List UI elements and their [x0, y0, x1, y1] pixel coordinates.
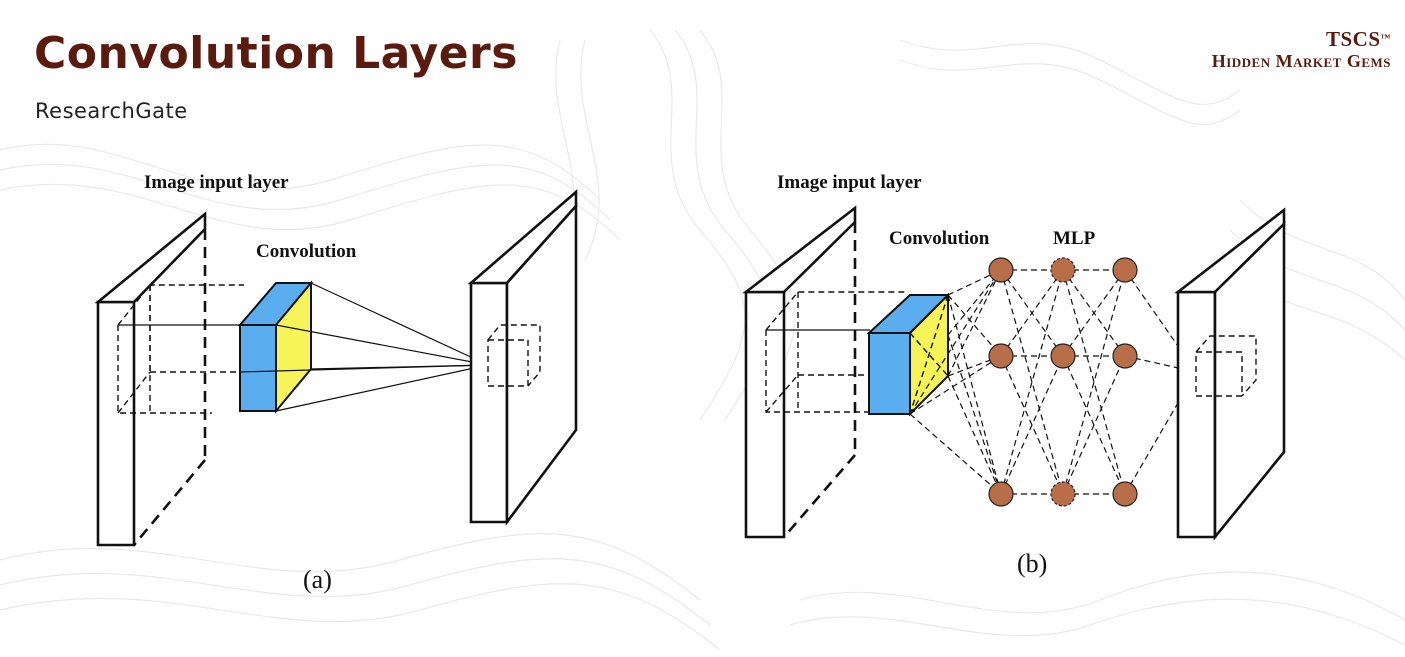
panel-b-mlp-nodes	[988, 257, 1138, 507]
mlp-node	[1112, 257, 1138, 283]
panel-a-projection-lines	[239, 282, 489, 412]
brand-logo: TSCS™ Hidden Market Gems	[1212, 28, 1391, 72]
panel-a-convolution-label: Convolution	[256, 241, 357, 262]
panel-a-output-plate	[467, 189, 578, 526]
panel-b-convolution-label: Convolution	[889, 228, 990, 249]
panel-b-convolution-kernel	[866, 292, 951, 417]
mlp-node	[1112, 481, 1138, 507]
panel-b: Image input layer Convolution MLP	[742, 172, 1286, 578]
mlp-node	[1050, 481, 1076, 507]
mlp-node	[1050, 343, 1076, 369]
panel-a-input-label: Image input layer	[144, 172, 289, 193]
page-title: Convolution Layers	[34, 28, 518, 79]
panel-b-receptive-field	[765, 291, 905, 413]
panel-a: Image input layer Convolution	[94, 172, 578, 594]
trademark-symbol: ™	[1380, 33, 1391, 44]
panel-a-caption: (a)	[303, 565, 332, 594]
panel-a-receptive-field	[117, 284, 244, 414]
mlp-node	[1112, 343, 1138, 369]
panel-a-input-plate	[94, 211, 207, 547]
mlp-node	[988, 481, 1014, 507]
source-subtitle: ResearchGate	[35, 99, 188, 123]
panel-b-input-plate	[742, 205, 857, 539]
mlp-node	[988, 343, 1014, 369]
panel-b-input-label: Image input layer	[777, 172, 922, 193]
panel-b-output-plate	[1174, 207, 1286, 541]
brand-tagline: Hidden Market Gems	[1211, 51, 1391, 71]
panel-a-convolution-kernel	[237, 280, 314, 414]
panel-b-mlp-connections	[909, 269, 1197, 495]
panel-b-mlp-label: MLP	[1053, 228, 1096, 249]
brand-name: TSCS	[1325, 27, 1381, 51]
mlp-node	[988, 257, 1014, 283]
panel-b-caption: (b)	[1017, 549, 1047, 578]
mlp-node	[1050, 257, 1076, 283]
